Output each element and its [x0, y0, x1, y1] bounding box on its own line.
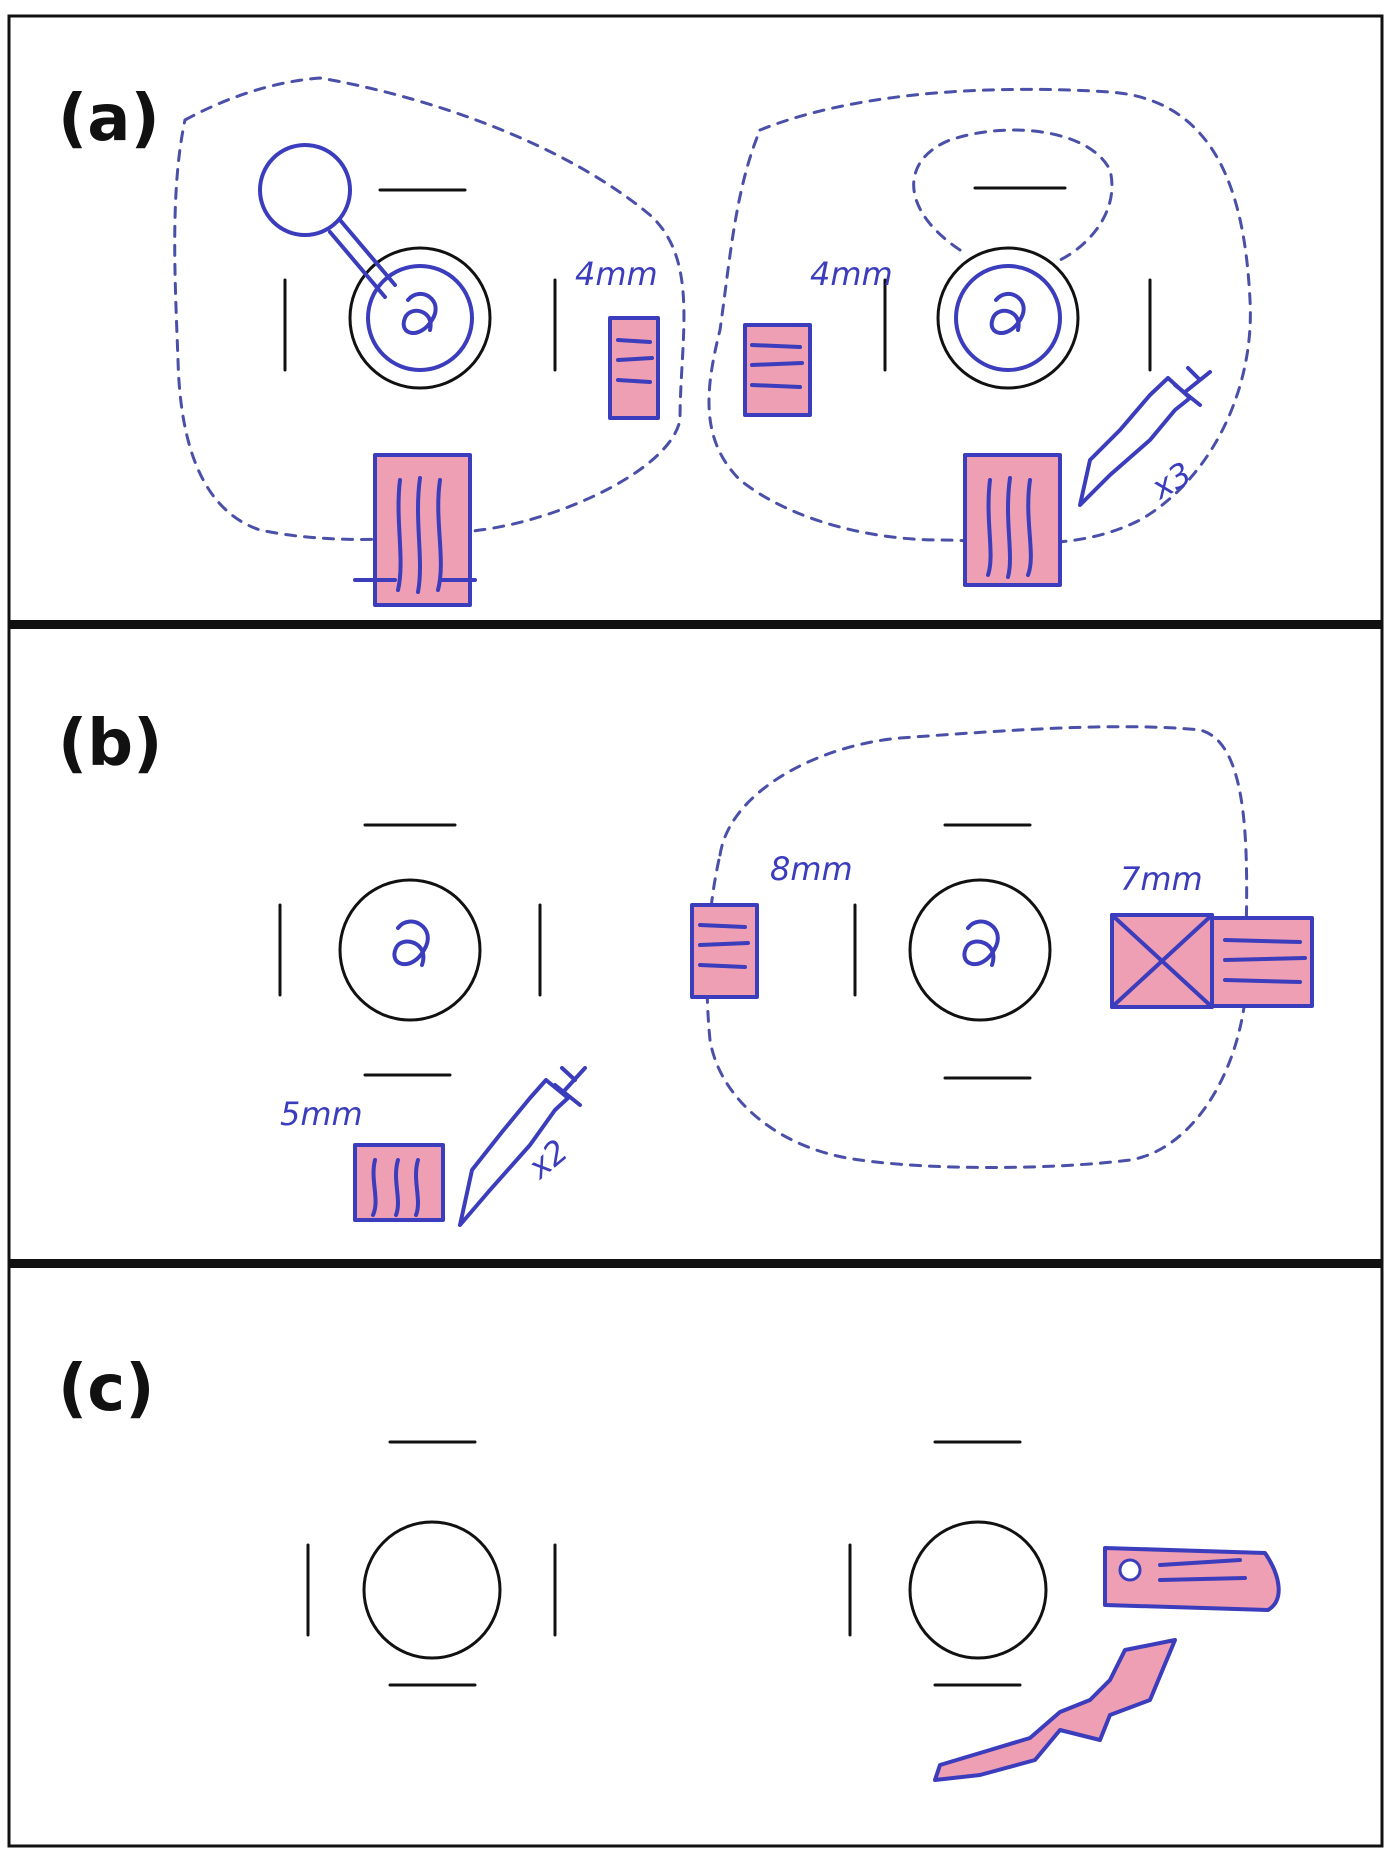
flap-wrinkles: [1158, 1558, 1247, 1582]
tissue-flap: [608, 316, 660, 420]
right-dashed-loop: [912, 128, 1114, 262]
syringe-icon: [1078, 366, 1212, 507]
harvested-tissue-fragment: [933, 1638, 1177, 1782]
panel-c-label: (c): [58, 1352, 154, 1426]
right-dashed-outline: [705, 725, 1249, 1169]
wound-spiral: [989, 292, 1026, 335]
wound-spiral: [401, 292, 438, 335]
flap-wrinkles: [750, 343, 804, 389]
wound-ring: [954, 264, 1062, 372]
healed-site-circle: [908, 1520, 1048, 1660]
injection-count: x2: [520, 1132, 575, 1187]
panel-divider: [9, 620, 1382, 629]
flap-wrinkles: [1223, 938, 1307, 984]
wound-circle: [338, 878, 482, 1022]
wound-ring: [366, 264, 474, 372]
panel-a-label: (a): [58, 82, 160, 156]
tissue-flap: [963, 453, 1062, 587]
panel-b-label: (b): [58, 707, 162, 781]
flap-wrinkles: [371, 1158, 420, 1217]
left-dashed-outline: [173, 76, 686, 541]
tissue-flap: [373, 453, 472, 607]
left-flap-size: 8mm: [770, 850, 853, 888]
magnifier-loop-icon: [258, 143, 352, 237]
injection-count: x3: [1144, 454, 1198, 507]
biopsy-hole: [1118, 1558, 1142, 1582]
wound-spiral: [962, 919, 1000, 967]
tissue-flap: [690, 903, 759, 999]
panel-divider: [9, 1259, 1382, 1268]
panel-a: (a) 4mm 4mm: [58, 76, 1252, 607]
flap-wrinkles: [986, 476, 1033, 579]
left-flap-size: 4mm: [575, 255, 658, 293]
panel-c: (c): [58, 1352, 1281, 1782]
cross-mark: [1110, 913, 1214, 1009]
tissue-flap: [743, 323, 812, 417]
right-flap-size: 7mm: [1120, 860, 1203, 898]
wound-circle: [936, 246, 1080, 390]
tissue-flap: [1210, 916, 1314, 1008]
syringe-icon: [458, 1066, 587, 1227]
magnifier-handle-icon: [328, 218, 397, 299]
figure-frame: [7, 14, 1384, 1848]
flap-wrinkles: [616, 338, 654, 384]
right-flap-size: 4mm: [810, 255, 893, 293]
healed-site-circle: [362, 1520, 502, 1660]
wound-circle: [348, 246, 492, 390]
flap-wrinkles: [698, 923, 750, 969]
wound-circle: [908, 878, 1052, 1022]
wound-spiral: [392, 919, 430, 967]
right-dashed-outline: [707, 87, 1252, 545]
bottom-flap-size: 5mm: [280, 1095, 363, 1133]
panel-b: (b) 5mm x2 8mm 7mm: [58, 707, 1314, 1227]
